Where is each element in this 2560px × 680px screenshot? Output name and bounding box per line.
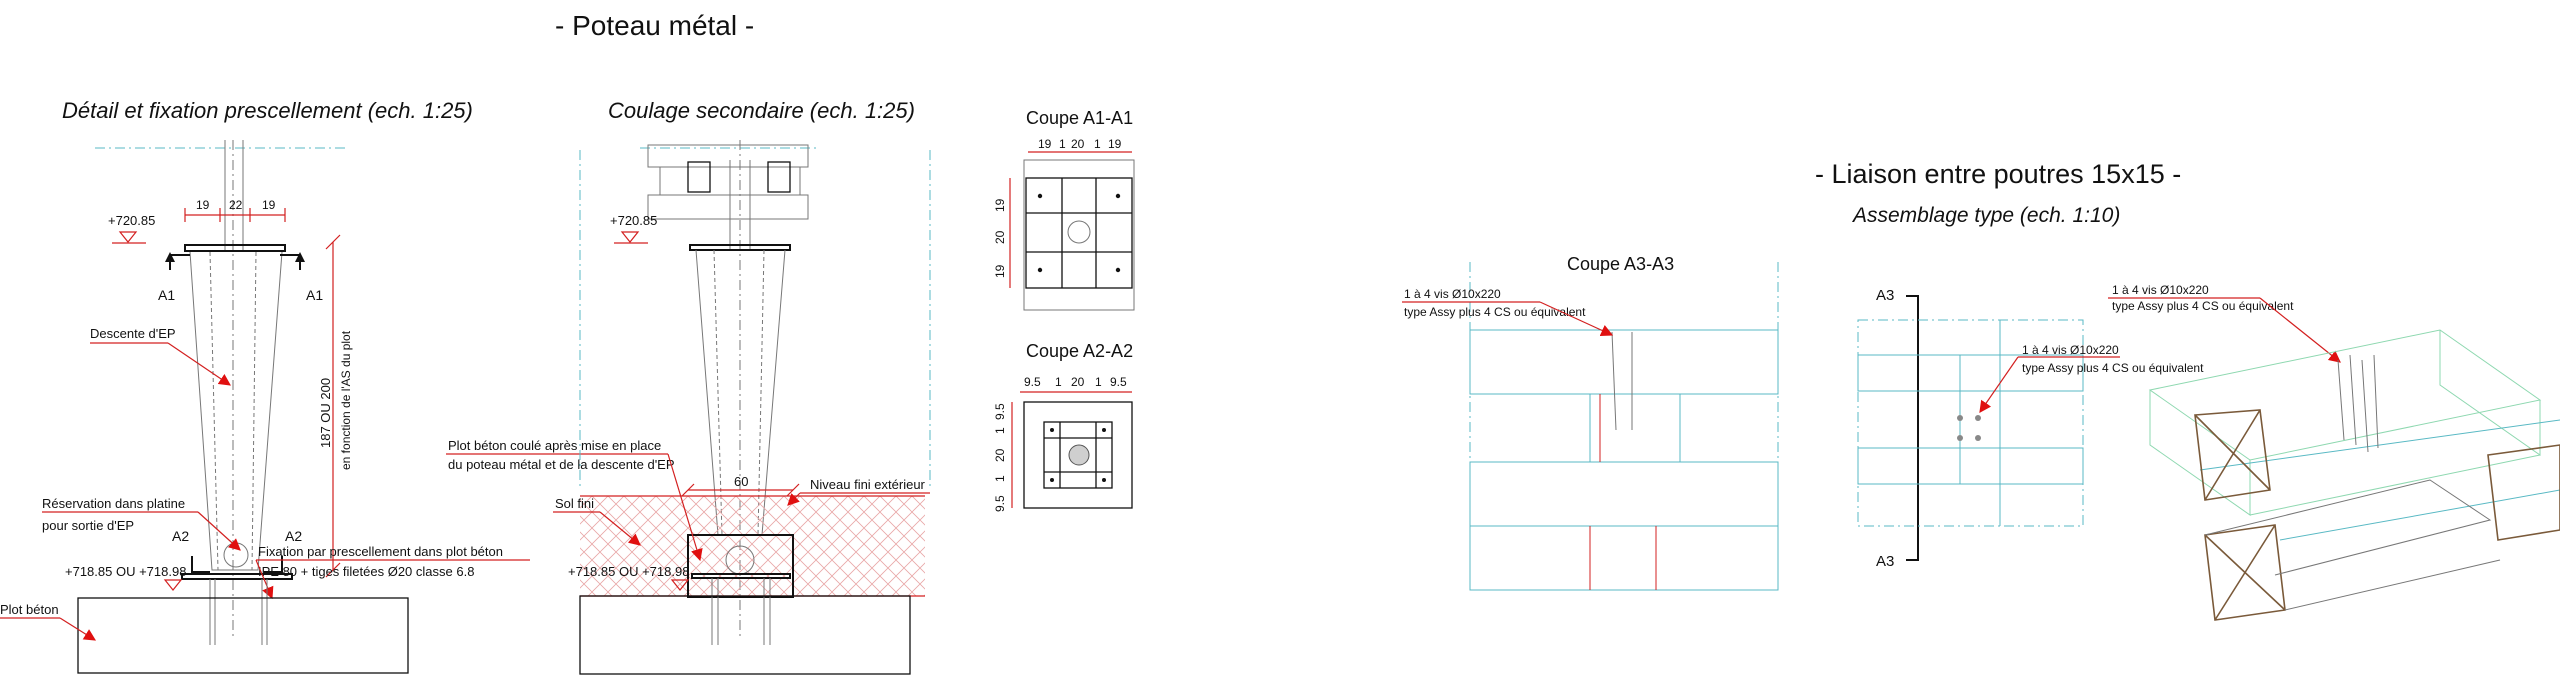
a2-dim-v1: 9.5: [993, 403, 1007, 420]
a1-dim-h2: 1: [1059, 137, 1066, 151]
a2-dim-h5: 9.5: [1110, 375, 1127, 389]
plan-section-bottom: A3: [1876, 553, 1894, 570]
label-plot-coule-1: Plot béton coulé après mise en place: [448, 438, 661, 453]
plot-coule: [687, 534, 794, 598]
coupe-a2-title: Coupe A2-A2: [1026, 341, 1133, 361]
label-reservation-2: pour sortie d'EP: [42, 518, 134, 533]
ground-hatch: [580, 496, 925, 596]
coupe-a2: Coupe A2-A2 9.5 1 20 1 9.5 9.5 1 20 1 9.…: [993, 341, 1133, 512]
height-note: en fonction de l'AS du plot: [339, 330, 353, 470]
iso-view: 1 à 4 vis Ø10x220 type Assy plus 4 CS ou…: [2108, 283, 2560, 621]
dim-60: 60: [734, 474, 748, 489]
liaison-title: - Liaison entre poutres 15x15 -: [1815, 159, 2181, 189]
label-sol: Sol fini: [555, 496, 594, 511]
a2-dim-h3: 20: [1071, 375, 1085, 389]
a2-dim-h4: 1: [1095, 375, 1102, 389]
plot-beton-block: [77, 597, 409, 674]
plan-screw-1: 1 à 4 vis Ø10x220: [2022, 343, 2119, 357]
label-fixation-1: Fixation par prescellement dans plot bét…: [258, 544, 503, 559]
section-a1-right: A1: [306, 287, 323, 303]
plan-screw-2: type Assy plus 4 CS ou équivalent: [2022, 361, 2204, 375]
iso-screw-2: type Assy plus 4 CS ou équivalent: [2112, 299, 2294, 313]
label-reservation-1: Réservation dans platine: [42, 496, 185, 511]
height-dim: 187 OU 200: [318, 378, 333, 448]
plan-section-top: A3: [1876, 287, 1894, 304]
section-a2-right: A2: [285, 528, 302, 544]
a1-dim-v1: 19: [993, 198, 1007, 212]
section-a1-left: A1: [158, 287, 175, 303]
a2-dim-v4: 1: [993, 475, 1007, 482]
dim-top-1: 19: [196, 198, 210, 212]
a2-dim-h1: 9.5: [1024, 375, 1041, 389]
plan-view: A3 A3 1 à 4 vis Ø10x220 type Assy plus 4…: [1857, 287, 2204, 570]
a1-dim-h1: 19: [1038, 137, 1052, 151]
a2-dim-h2: 1: [1055, 375, 1062, 389]
detail2-level-top: +720.85: [610, 213, 657, 228]
a1-dim-h4: 1: [1094, 137, 1101, 151]
detail1-level-bottom: +718.85 OU +718.98: [65, 564, 186, 579]
coupe-a3-title: Coupe A3-A3: [1567, 254, 1674, 274]
a1-dim-h3: 20: [1071, 137, 1085, 151]
label-fixation-2: IPE 80 + tiges filetées Ø20 classe 6.8: [258, 564, 474, 579]
label-plot-coule-2: du poteau métal et de la descente d'EP: [448, 457, 675, 472]
label-descente: Descente d'EP: [90, 326, 176, 341]
detail2-title: Coulage secondaire (ech. 1:25): [608, 98, 915, 123]
a1-dim-v3: 19: [993, 264, 1007, 278]
a2-dim-v3: 20: [993, 448, 1007, 462]
section-a2-left: A2: [172, 528, 189, 544]
coupe-a3: Coupe A3-A3 1 à 4 vis Ø10x220 type Assy …: [1402, 254, 1779, 591]
main-title: - Poteau métal -: [555, 10, 754, 41]
dim-top-2: 22: [229, 198, 243, 212]
detail1-level-top: +720.85: [108, 213, 155, 228]
top-plate: [184, 244, 286, 252]
detail-coulage: Coulage secondaire (ech. 1:25) +720.85 6…: [446, 98, 931, 675]
label-niveau: Niveau fini extérieur: [810, 477, 926, 492]
detail2-level-bottom: +718.85 OU +718.98: [568, 564, 689, 579]
a3-screw-1: 1 à 4 vis Ø10x220: [1404, 287, 1501, 301]
a2-dim-v2: 1: [993, 427, 1007, 434]
liaison-subtitle: Assemblage type (ech. 1:10): [1851, 204, 2120, 227]
iso-screw-1: 1 à 4 vis Ø10x220: [2112, 283, 2209, 297]
a1-dim-h5: 19: [1108, 137, 1122, 151]
coupe-a1-title: Coupe A1-A1: [1026, 108, 1133, 128]
dim-top-3: 19: [262, 198, 276, 212]
a2-dim-v5: 9.5: [993, 495, 1007, 512]
a3-screw-2: type Assy plus 4 CS ou équivalent: [1404, 305, 1586, 319]
label-plot: Plot béton: [0, 602, 59, 617]
detail1-title: Détail et fixation prescellement (ech. 1…: [62, 98, 473, 123]
detail-prescellement: Détail et fixation prescellement (ech. 1…: [0, 98, 530, 674]
coupe-a1: Coupe A1-A1 19 1 20 1 19 19 20 19: [993, 108, 1135, 311]
a1-dim-v2: 20: [993, 230, 1007, 244]
